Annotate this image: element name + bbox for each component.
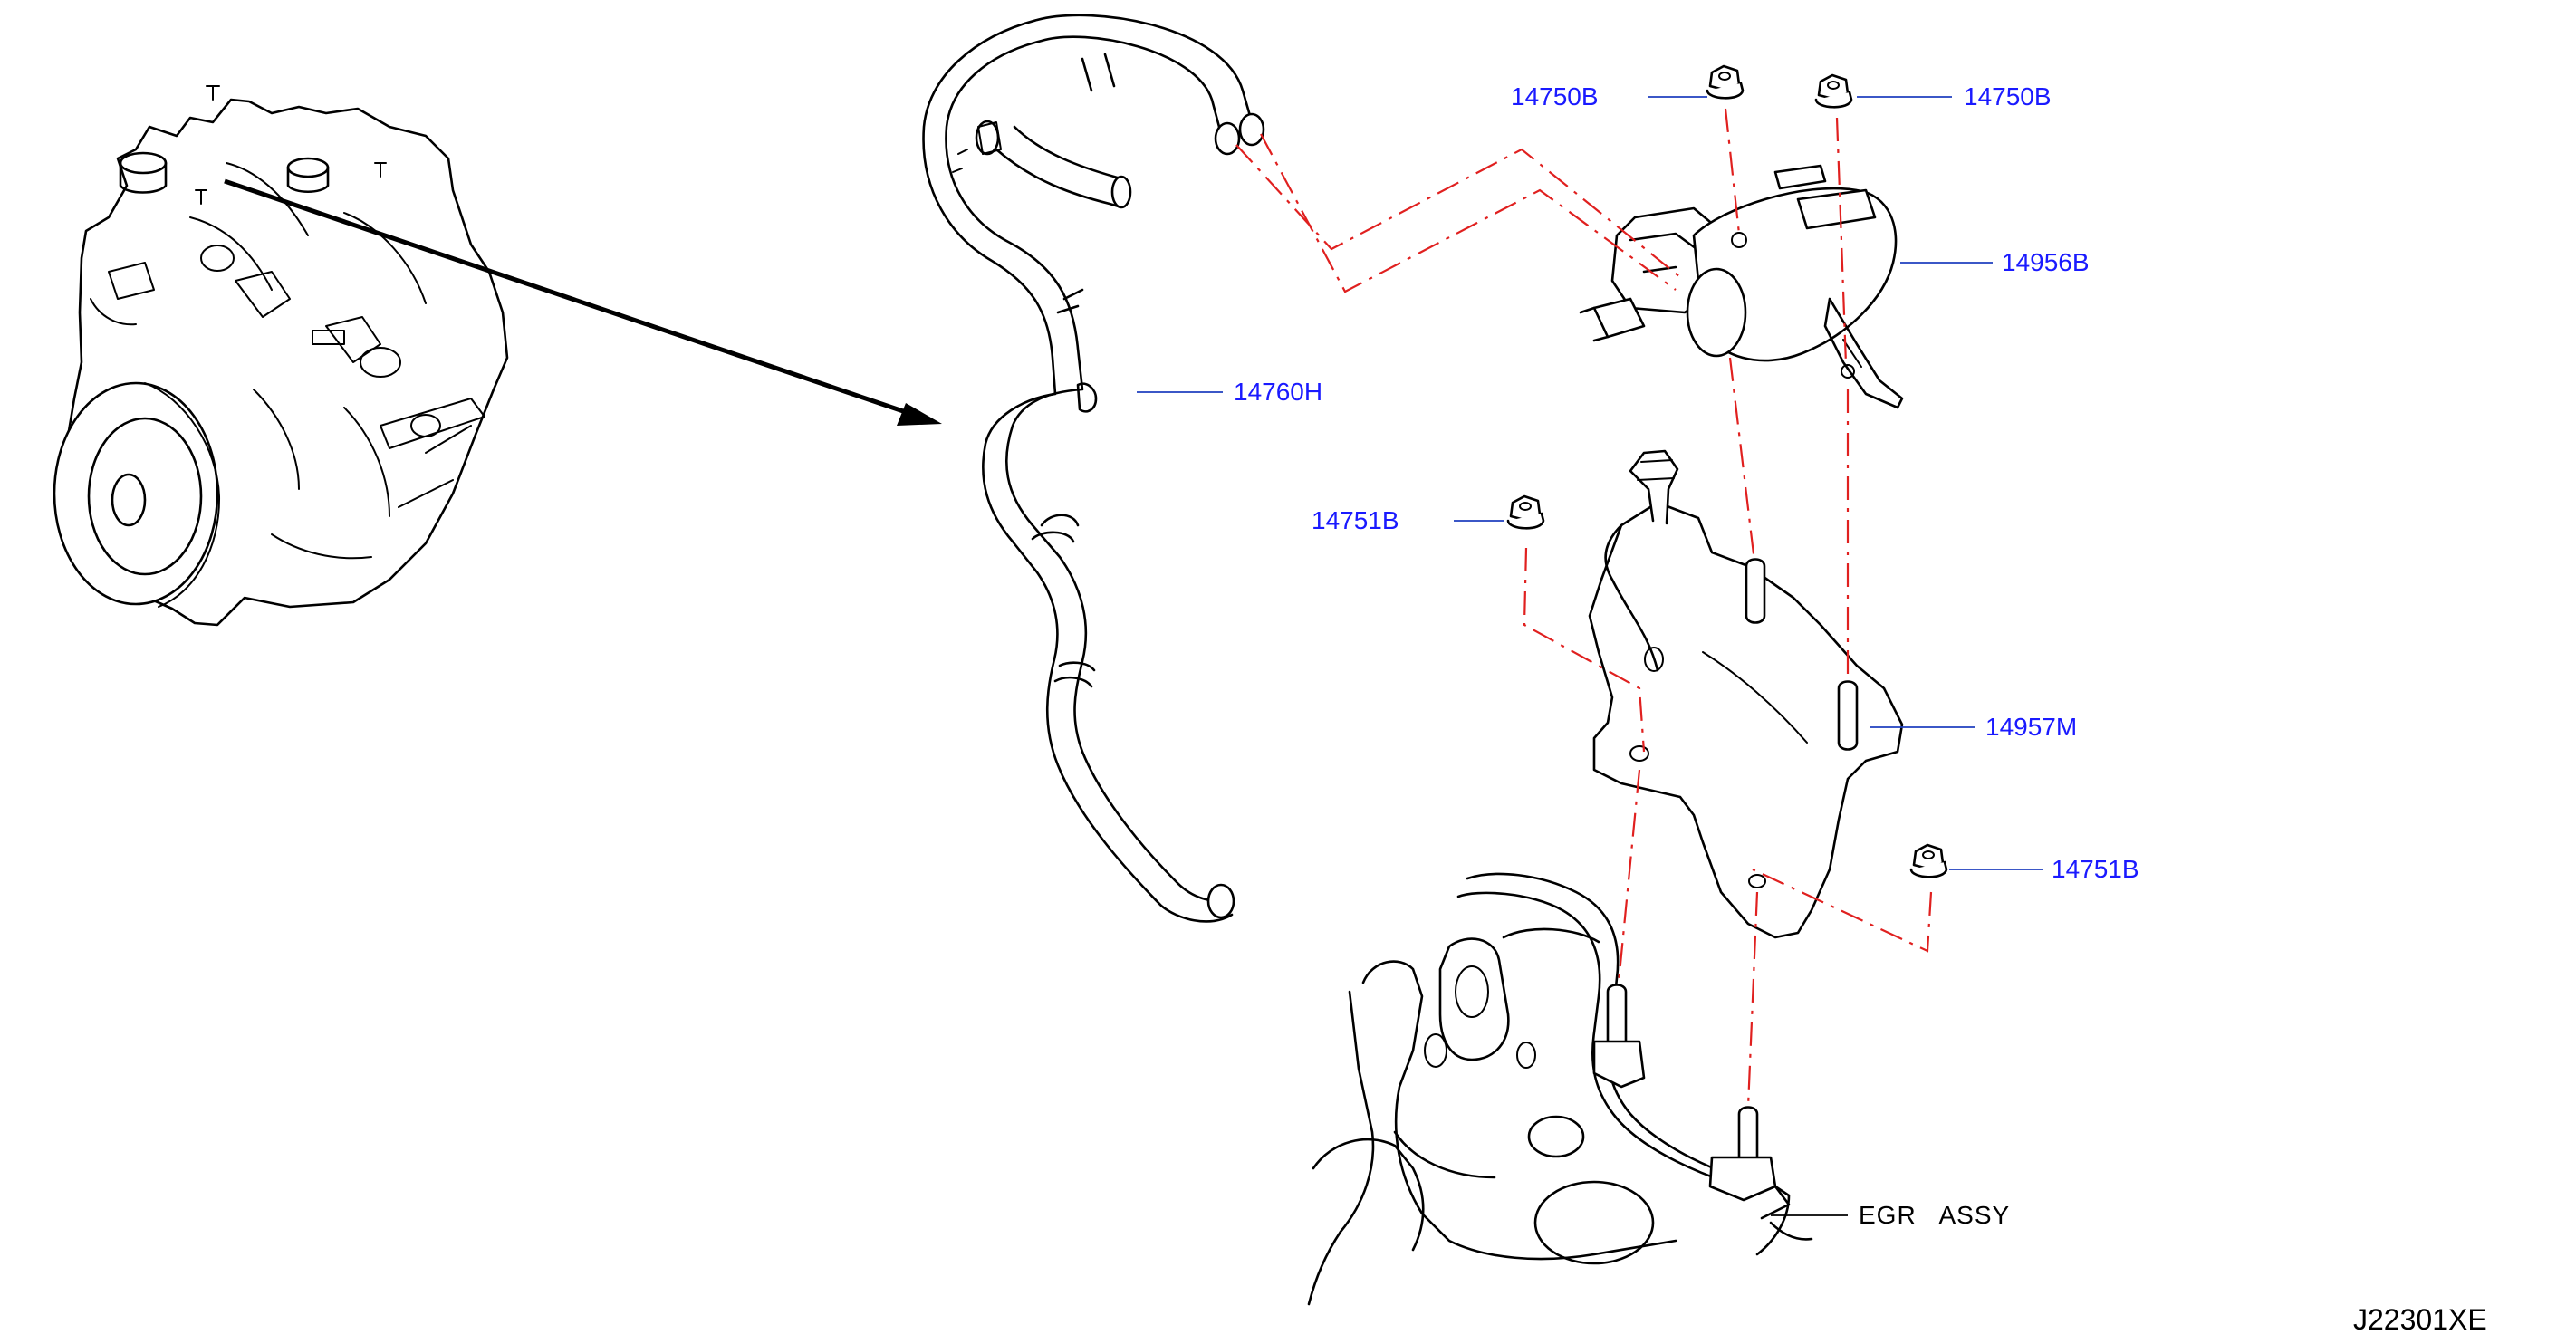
nut-14751b-right (1909, 843, 1948, 878)
label-egr-assy: EGR ASSY (1859, 1201, 2010, 1229)
label-14760h: 14760H (1234, 378, 1322, 406)
nut-14751b-left (1506, 494, 1545, 530)
label-14957m: 14957M (1985, 713, 2077, 741)
engine-overview (53, 85, 509, 627)
label-14750b-right: 14750B (1964, 82, 2052, 110)
callout-labels: 14750B 14750B 14956B 14760H 14751B 14957… (1234, 82, 2487, 1336)
callout-leaders (1137, 96, 2043, 1216)
nut-14750b-left (1706, 64, 1745, 100)
label-14751b-left: 14751B (1312, 506, 1399, 534)
label-14956b: 14956B (2002, 248, 2090, 276)
label-14750b-left: 14750B (1511, 82, 1599, 110)
egr-solenoid-valve (1579, 164, 1904, 409)
nut-14750b-right (1814, 73, 1853, 109)
vacuum-hose (922, 14, 1265, 923)
label-14751b-right: 14751B (2052, 855, 2139, 883)
egr-assembly (1307, 872, 1813, 1306)
assembly-phantom-lines (1235, 108, 1933, 1108)
pointer-arrow (224, 178, 942, 426)
diagram-code: J22301XE (2353, 1303, 2487, 1336)
valve-bracket (1588, 449, 1904, 939)
